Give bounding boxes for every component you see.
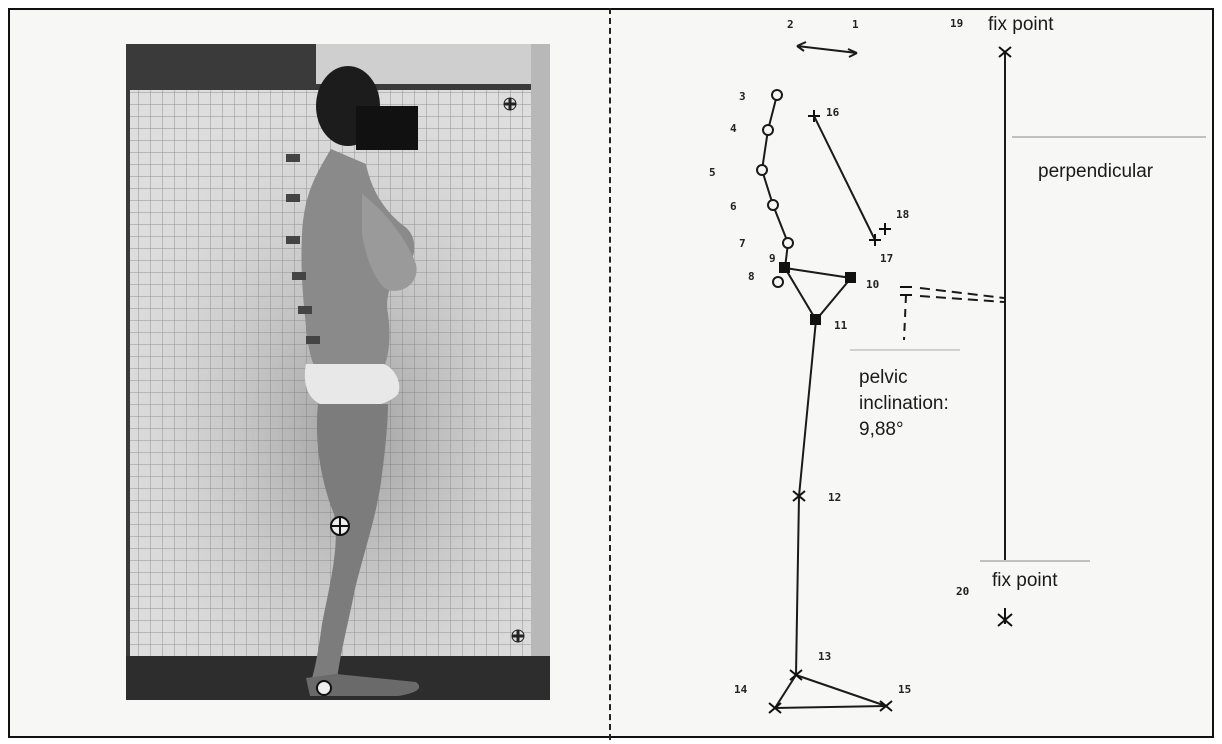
point-number-16: 16 <box>826 106 840 119</box>
point-number-13: 13 <box>818 650 831 663</box>
marker-8 <box>773 277 783 287</box>
marker-9 <box>779 262 790 273</box>
point-number-20: 20 <box>956 585 969 598</box>
point-number-14: 14 <box>734 683 748 696</box>
point-number-11: 11 <box>834 319 848 332</box>
point-number-8: 8 <box>748 270 755 283</box>
point-number-10: 10 <box>866 278 879 291</box>
point-number-4: 4 <box>730 122 737 135</box>
pelvic-label-line1: pelvic <box>859 367 908 388</box>
marker-10 <box>845 272 856 283</box>
marker-18 <box>879 223 891 235</box>
point-number-3: 3 <box>739 90 746 103</box>
marker-7 <box>783 238 793 248</box>
marker-16 <box>808 110 820 122</box>
point-number-12: 12 <box>828 491 841 504</box>
pelvic-dashed-lines <box>920 288 1004 302</box>
fix-point-bottom-label: fix point <box>992 570 1058 591</box>
arm-line <box>814 116 875 240</box>
marker-6 <box>768 200 778 210</box>
pelvic-inclination-value: 9,88° <box>859 419 904 440</box>
marker-4 <box>763 125 773 135</box>
point-number-17: 17 <box>880 252 893 265</box>
pelvic-vertical-dash <box>904 295 906 340</box>
pelvic-label-line2: inclination: <box>859 393 949 414</box>
foot-triangle <box>775 675 886 708</box>
point-number-9: 9 <box>769 252 776 265</box>
perpendicular-label: perpendicular <box>1038 161 1154 182</box>
point-number-1: 1 <box>852 18 859 31</box>
leg-line <box>796 320 816 675</box>
point-number-18: 18 <box>896 208 909 221</box>
marker-20 <box>998 608 1012 626</box>
point-number-2: 2 <box>787 18 794 31</box>
marker-11 <box>810 314 821 325</box>
point-number-15: 15 <box>898 683 911 696</box>
pelvis-triangle <box>785 268 851 320</box>
point-number-6: 6 <box>730 200 737 213</box>
point-number-7: 7 <box>739 237 746 250</box>
pelvic-angle-marker <box>900 287 912 295</box>
fix-point-top-label: fix point <box>988 14 1054 35</box>
marker-3 <box>772 90 782 100</box>
point-number-5: 5 <box>709 166 716 179</box>
marker-17 <box>869 234 881 246</box>
marker-5 <box>757 165 767 175</box>
point-number-19: 19 <box>950 17 963 30</box>
